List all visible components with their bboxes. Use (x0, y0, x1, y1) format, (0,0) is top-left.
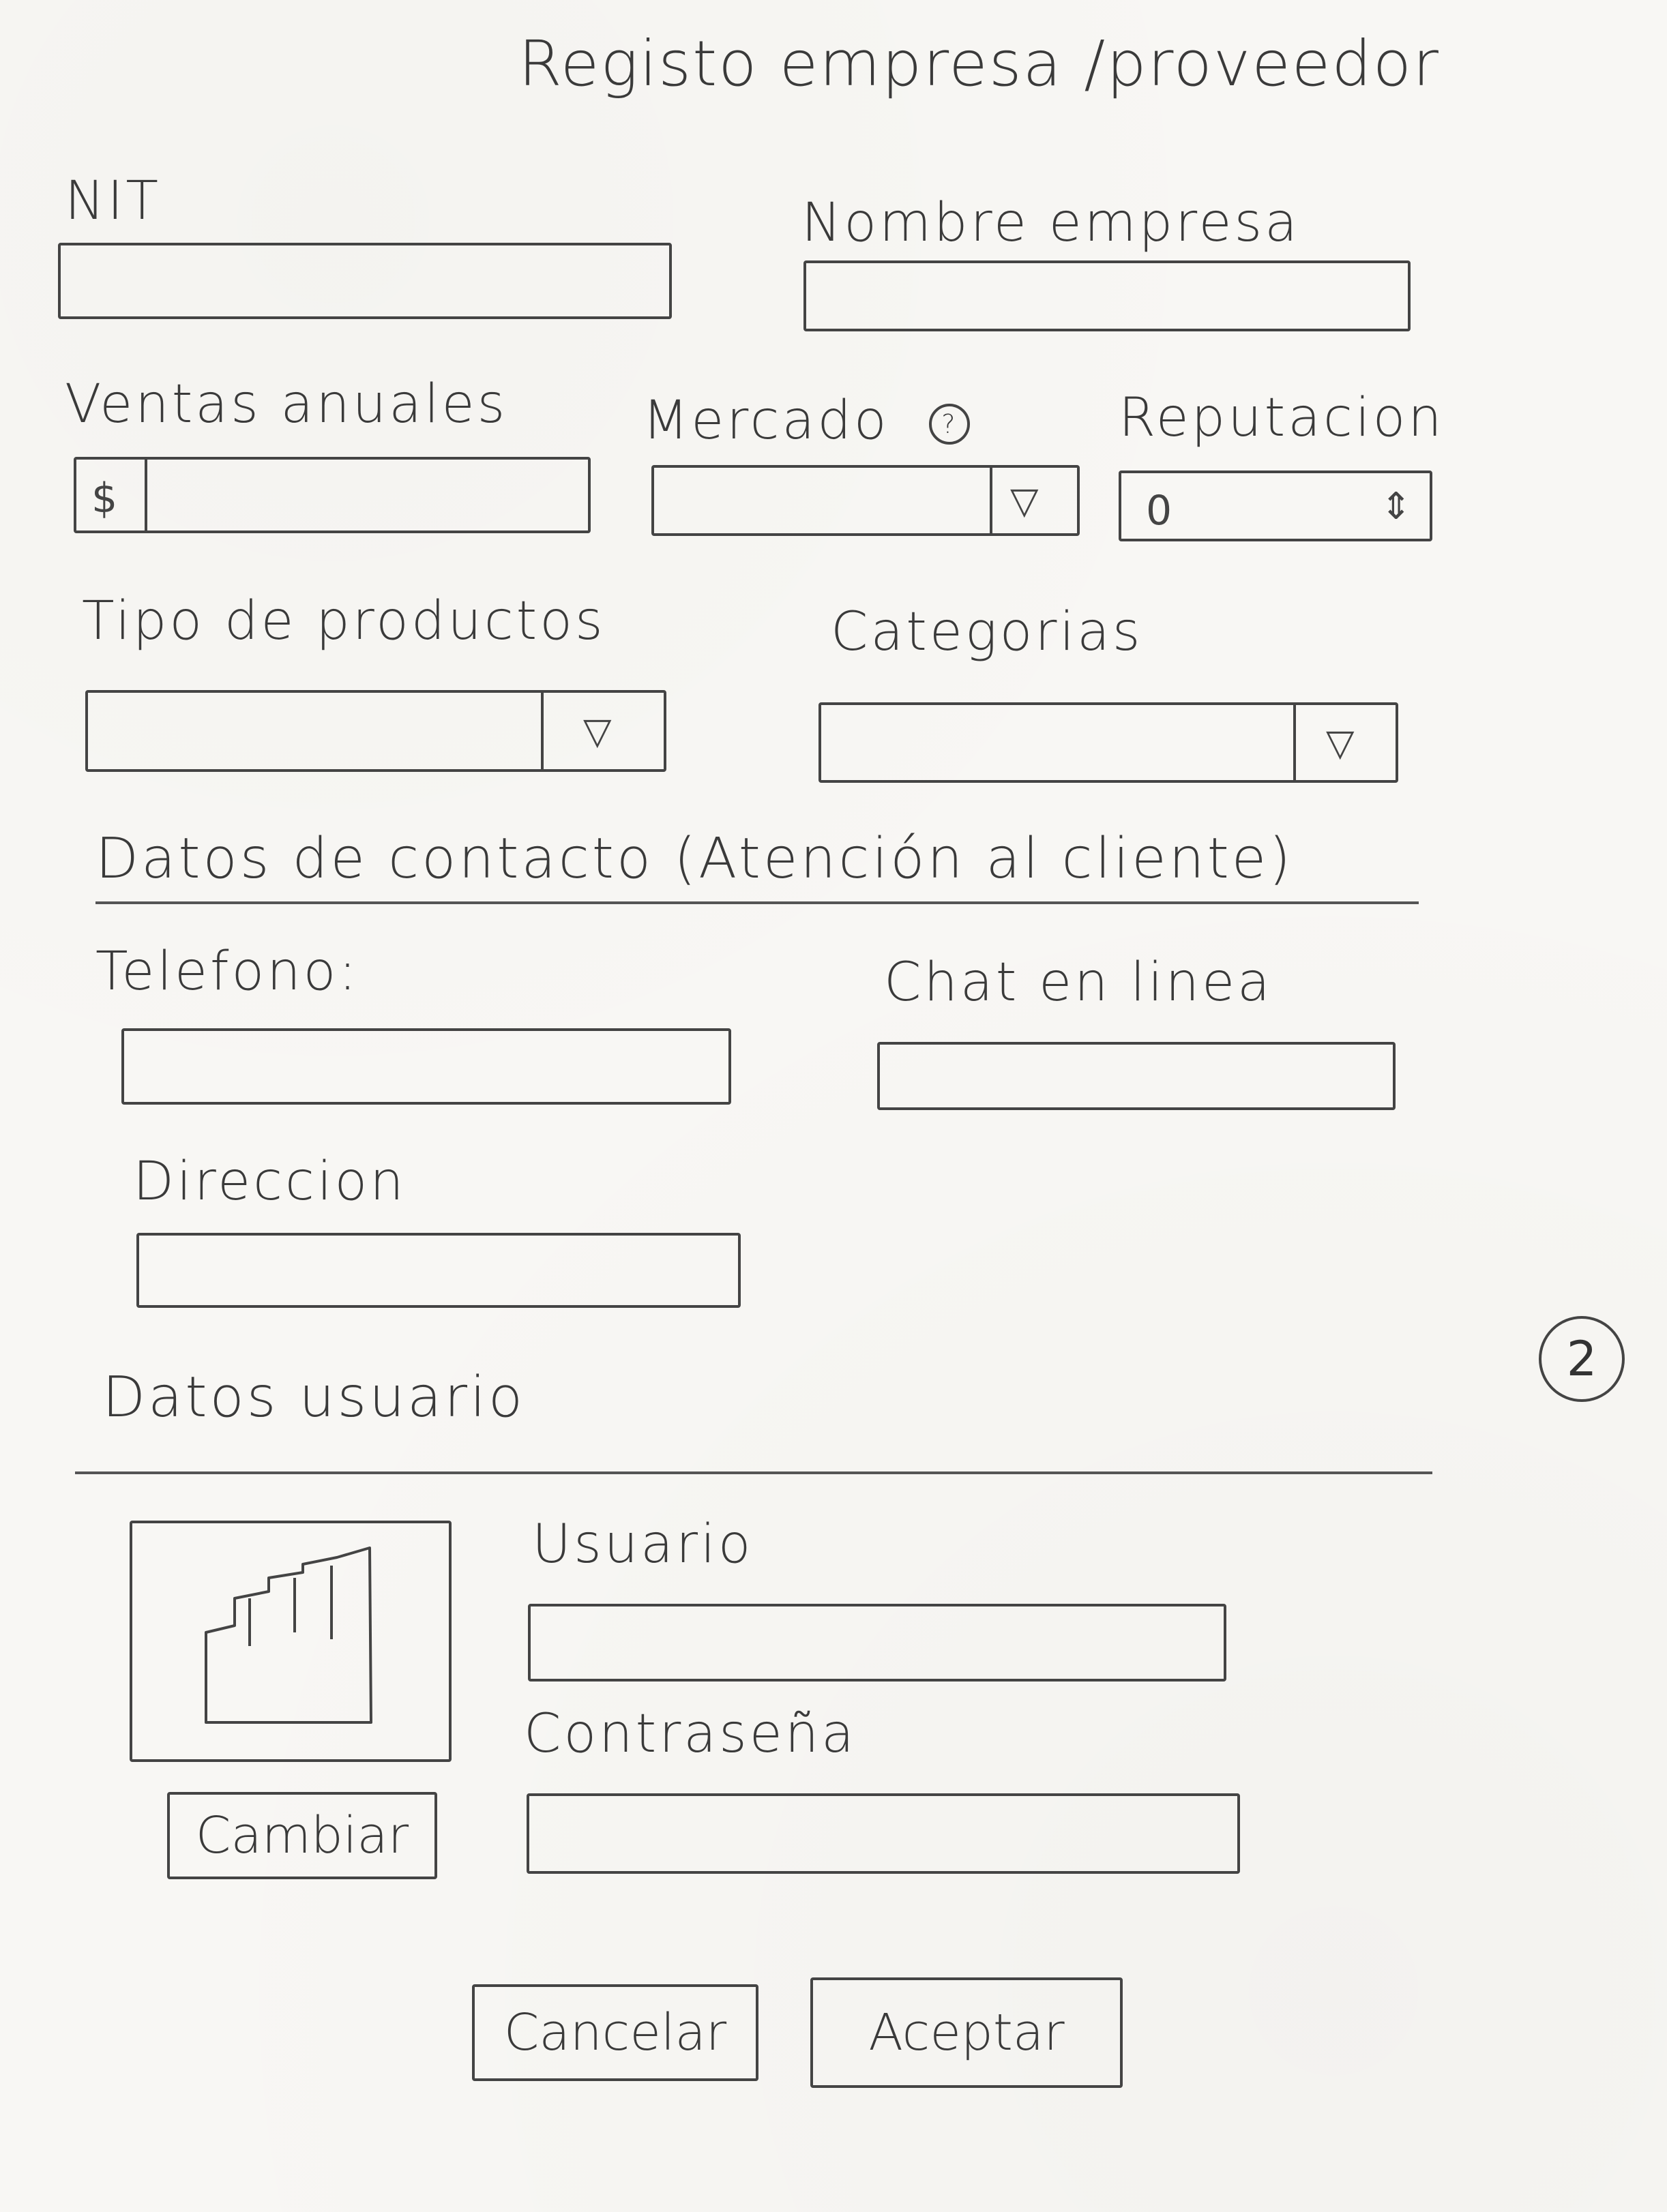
page-number: 2 (1539, 1316, 1625, 1402)
contrasena-label: Contraseña (524, 1703, 857, 1765)
direccion-label: Direccion (133, 1151, 407, 1212)
accept-button[interactable]: Aceptar (810, 1977, 1123, 2088)
dropdown-divider (541, 693, 544, 769)
ventas-anuales-input[interactable]: $ (74, 457, 591, 533)
page-title: Registo empresa /proveedor (518, 27, 1440, 100)
mercado-label: Mercado ? (643, 390, 971, 451)
nit-input[interactable] (58, 243, 672, 319)
cancel-button[interactable]: Cancelar (472, 1984, 758, 2081)
factory-icon (205, 1546, 372, 1724)
nombre-empresa-input[interactable] (803, 260, 1411, 331)
nit-label: NIT (65, 170, 161, 232)
reputacion-stepper[interactable]: 0 ⇕ (1119, 470, 1432, 541)
section-divider (75, 1471, 1432, 1474)
tipo-productos-label: Tipo de productos (82, 591, 606, 652)
dropdown-divider (1293, 705, 1296, 780)
prefix-divider (145, 460, 147, 530)
chevron-down-icon[interactable]: ▽ (1010, 479, 1039, 522)
section-divider (95, 901, 1419, 904)
chat-label: Chat en linea (884, 952, 1273, 1013)
avatar (130, 1521, 452, 1762)
ventas-anuales-label: Ventas anuales (65, 374, 508, 435)
categorias-dropdown[interactable]: ▽ (818, 702, 1398, 783)
usuario-heading: Datos usuario (102, 1365, 526, 1430)
chevron-down-icon[interactable]: ▽ (1326, 721, 1355, 764)
contrasena-input[interactable] (527, 1793, 1240, 1874)
dropdown-divider (990, 468, 992, 533)
contacto-heading: Datos de contacto (Atención al cliente) (95, 826, 1294, 891)
chat-input[interactable] (877, 1042, 1396, 1110)
telefono-label: Telefono: (95, 941, 359, 1002)
chevron-down-icon[interactable]: ▽ (583, 709, 612, 753)
nombre-empresa-label: Nombre empresa (801, 192, 1300, 254)
usuario-input[interactable] (528, 1604, 1226, 1682)
mercado-dropdown[interactable]: ▽ (651, 465, 1080, 536)
direccion-input[interactable] (136, 1233, 741, 1308)
telefono-input[interactable] (121, 1028, 731, 1105)
tipo-productos-dropdown[interactable]: ▽ (85, 690, 666, 772)
change-avatar-button[interactable]: Cambiar (167, 1792, 437, 1879)
categorias-label: Categorias (831, 601, 1143, 663)
currency-prefix: $ (91, 475, 118, 522)
reputacion-label: Reputacion (1119, 387, 1445, 449)
usuario-label: Usuario (532, 1514, 754, 1575)
help-icon[interactable]: ? (929, 403, 971, 445)
spinner-icon[interactable]: ⇕ (1381, 484, 1412, 528)
